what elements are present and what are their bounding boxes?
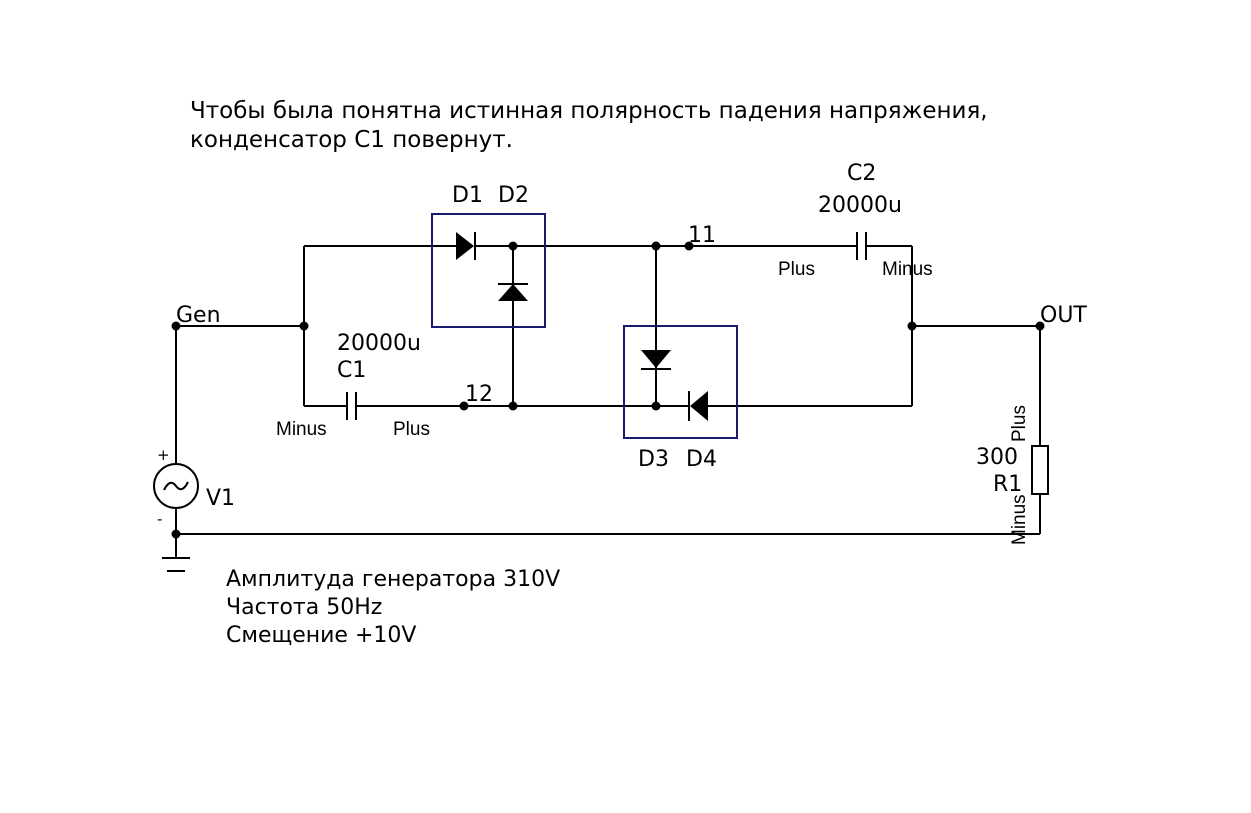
- d1-label: D1: [452, 183, 483, 208]
- sine-icon: [163, 481, 189, 491]
- v1-source: + - V1: [153, 446, 235, 528]
- note-line-2: конденсатор C1 повернут.: [190, 127, 513, 153]
- c2-plus-label: Plus: [778, 259, 815, 280]
- c2-name: C2: [847, 161, 876, 186]
- r1-plus-label: Plus: [1009, 405, 1030, 442]
- resistor-r1: [1031, 445, 1049, 495]
- node-out-label: OUT: [1040, 303, 1087, 328]
- junction-dots: [171, 241, 1045, 539]
- c1-plus-label: Plus: [393, 419, 430, 440]
- diode-d2: [498, 283, 528, 301]
- c2-value: 20000u: [818, 193, 902, 218]
- diode-box-d1-d2: [431, 213, 546, 328]
- v1-plus-sign: +: [157, 446, 170, 464]
- gen-info-line-3: Смещение +10V: [226, 623, 416, 648]
- diode-d4: [688, 391, 708, 421]
- diode-box-d3-d4: [623, 325, 738, 439]
- gen-info-line-1: Амплитуда генератора 310V: [226, 567, 560, 592]
- d4-label: D4: [686, 447, 717, 472]
- d3-label: D3: [638, 447, 669, 472]
- note-line-1: Чтобы была понятна истинная полярность п…: [190, 98, 988, 124]
- node-12-label: 12: [465, 382, 493, 407]
- gen-info-line-2: Частота 50Hz: [226, 595, 382, 620]
- diode-d1: [456, 232, 476, 260]
- ground-symbol: [162, 557, 190, 572]
- wires: [175, 245, 1041, 558]
- v1-label: V1: [206, 486, 235, 511]
- r1-minus-label: Minus: [1009, 494, 1030, 545]
- c1-minus-label: Minus: [276, 419, 327, 440]
- capacitor-c1: [346, 392, 357, 420]
- r1-name: R1: [993, 472, 1022, 497]
- c1-value: 20000u: [337, 331, 421, 356]
- v1-minus-sign: -: [157, 510, 162, 528]
- node-gen-label: Gen: [176, 303, 221, 328]
- c2-minus-label: Minus: [882, 259, 933, 280]
- c1-name: C1: [337, 358, 366, 383]
- r1-value: 300: [976, 445, 1018, 470]
- d2-label: D2: [498, 183, 529, 208]
- node-11-label: 11: [688, 223, 716, 248]
- diode-d3: [641, 350, 671, 370]
- capacitor-c2: [856, 232, 867, 260]
